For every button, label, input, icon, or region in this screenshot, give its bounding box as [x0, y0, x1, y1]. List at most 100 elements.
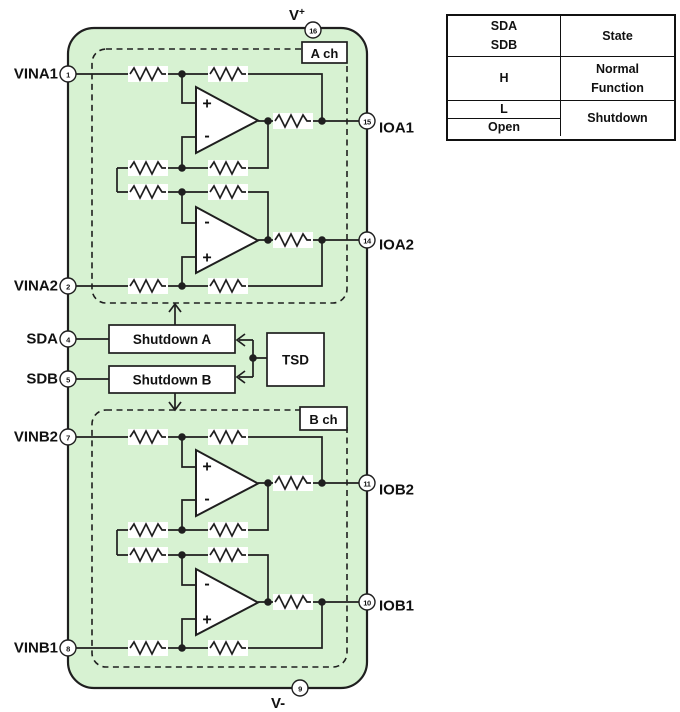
- resistor-icon: [207, 183, 249, 201]
- truth-table-row-l-open: L Open Shutdown: [448, 100, 674, 136]
- resistor-icon: [127, 277, 169, 295]
- pin-label-iob1: IOB1: [379, 598, 414, 615]
- arrow-left-shutdown-a-icon: [235, 333, 246, 347]
- header-sdb: SDB: [490, 38, 518, 52]
- pin-circle-16: [304, 21, 322, 39]
- input-h-value: H: [499, 71, 509, 85]
- junction-dot: [178, 433, 186, 441]
- junction-dot: [318, 479, 326, 487]
- pin-label-vinb1: VINB1: [14, 640, 58, 657]
- resistor-icon: [127, 159, 169, 177]
- input-l-value: L: [500, 101, 508, 116]
- resistor-icon: [207, 546, 249, 564]
- resistor-icon: [207, 521, 249, 539]
- arrow-up-icon: [168, 302, 182, 313]
- channel-b-label: B ch: [309, 412, 337, 427]
- opamp-b2: - +: [195, 567, 261, 637]
- resistor-icon: [272, 112, 314, 130]
- opamp-b2-inverting-sign: -: [204, 576, 209, 593]
- resistor-icon: [127, 65, 169, 83]
- pin-circle-11: [358, 474, 376, 492]
- resistor-icon: [207, 428, 249, 446]
- pin-numbers: 1 2 4 5 7 8 15 14 11 10 16 9: [66, 27, 372, 694]
- pin-number-10: 10: [363, 599, 371, 608]
- shutdown-b-block: Shutdown B: [108, 365, 236, 394]
- resistor-icon: [272, 231, 314, 249]
- junction-dots: [178, 70, 326, 652]
- state-shutdown-value: Shutdown: [587, 110, 648, 125]
- pin-number-14: 14: [363, 237, 372, 246]
- pin-circle-1: [59, 65, 77, 83]
- opamp-a2-inverting-sign: -: [204, 214, 209, 231]
- junction-dot: [264, 479, 272, 487]
- pin-number-7: 7: [66, 434, 70, 443]
- pin-label-sdb: SDB: [26, 371, 58, 388]
- junction-dot: [264, 598, 272, 606]
- pin-label-iob2: IOB2: [379, 482, 414, 499]
- pin-circle-10: [358, 593, 376, 611]
- opamp-a1-noninverting-sign: +: [202, 96, 211, 113]
- state-normal-line2: Function: [591, 80, 644, 95]
- truth-table-header-input: SDA SDB: [448, 16, 561, 56]
- pin-number-4: 4: [66, 336, 71, 345]
- resistor-icon: [127, 521, 169, 539]
- pin-label-ioa2: IOA2: [379, 237, 414, 254]
- resistor-icon: [207, 159, 249, 177]
- pin-terminals: [59, 21, 376, 697]
- shutdown-b-label: Shutdown B: [133, 373, 212, 388]
- pin-circle-7: [59, 428, 77, 446]
- arrow-left-shutdown-b-icon: [235, 370, 246, 384]
- junction-dot: [178, 164, 186, 172]
- resistor-icon: [272, 593, 314, 611]
- pin-number-5: 5: [66, 376, 70, 385]
- junction-dot: [178, 70, 186, 78]
- truth-table-row-h: H Normal Function: [448, 56, 674, 100]
- opamp-a1-inverting-sign: -: [204, 128, 209, 145]
- pin-circle-9: [291, 679, 309, 697]
- pin-circle-15: [358, 112, 376, 130]
- pin-number-8: 8: [66, 645, 70, 654]
- pin-number-1: 1: [66, 71, 70, 80]
- tsd-label: TSD: [282, 353, 309, 368]
- opamp-a1: + -: [195, 85, 261, 155]
- cell-input-h: H: [448, 57, 561, 100]
- pin-label-vina1: VINA1: [14, 66, 58, 83]
- resistor-icon: [127, 639, 169, 657]
- pin-number-15: 15: [363, 118, 371, 127]
- junction-dot: [249, 354, 257, 362]
- cell-input-l-open: L Open: [448, 101, 561, 136]
- truth-table-header-state: State: [561, 16, 674, 56]
- channel-b-label-box: B ch: [299, 406, 348, 431]
- header-state: State: [602, 28, 633, 43]
- resistor-icon: [207, 639, 249, 657]
- resistor-icon: [272, 474, 314, 492]
- pin-circle-8: [59, 639, 77, 657]
- opamp-a2: - +: [195, 205, 261, 275]
- shutdown-a-label: Shutdown A: [133, 332, 211, 347]
- channel-a-dashed-box: [91, 48, 348, 304]
- opamp-a2-noninverting-sign: +: [202, 250, 211, 267]
- pin-number-9: 9: [298, 685, 302, 694]
- channel-b-dashed-box: [91, 409, 348, 668]
- junction-dot: [178, 644, 186, 652]
- junction-dot: [264, 117, 272, 125]
- pin-circle-5: [59, 370, 77, 388]
- truth-table: SDA SDB State H Normal Function L Open S…: [446, 14, 676, 141]
- resistor-icon: [127, 183, 169, 201]
- junction-dot: [178, 551, 186, 559]
- opamp-b1: + -: [195, 448, 261, 518]
- pin-number-11: 11: [363, 480, 370, 489]
- tsd-block: TSD: [266, 332, 325, 387]
- pin-circle-2: [59, 277, 77, 295]
- junction-dot: [318, 598, 326, 606]
- pin-label-sda: SDA: [26, 331, 58, 348]
- pin-label-ioa1: IOA1: [379, 120, 414, 137]
- channel-a-label-box: A ch: [301, 41, 348, 64]
- resistor-icon: [127, 428, 169, 446]
- pin-label-vina2: VINA2: [14, 278, 58, 295]
- junction-dot: [178, 188, 186, 196]
- cell-state-normal: Normal Function: [561, 57, 674, 100]
- input-open-value: Open: [448, 117, 560, 136]
